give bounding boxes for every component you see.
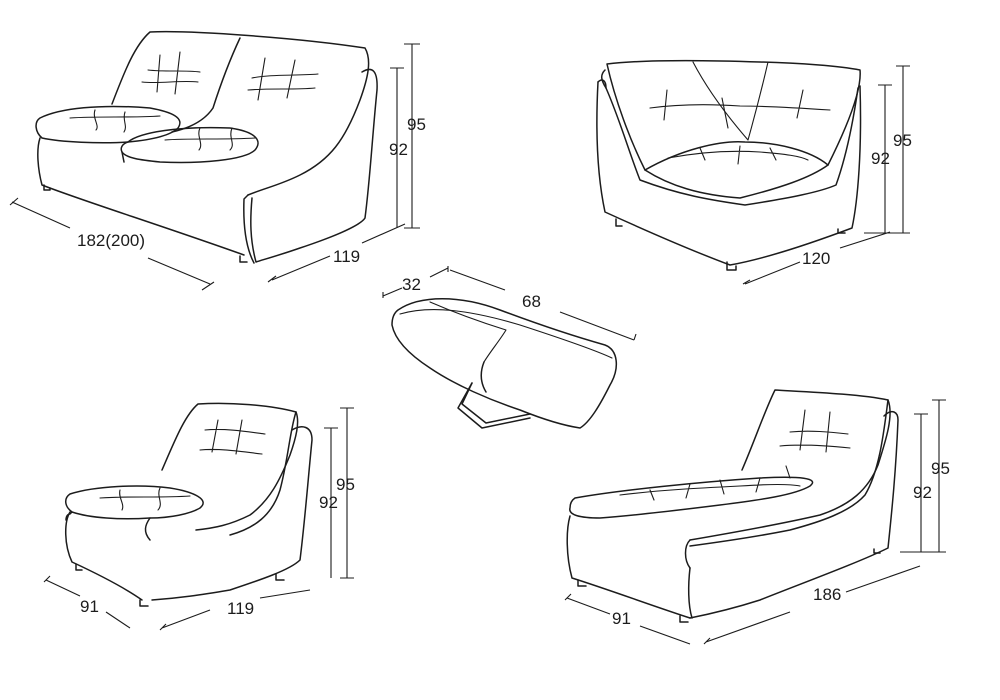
corner-height-side-label: 92 bbox=[871, 149, 890, 168]
two-seat-sofa-dimensions: 95 92 182(200) 119 bbox=[9, 43, 426, 291]
ottoman-depth-label: 32 bbox=[402, 275, 421, 294]
armless-width-label: 91 bbox=[80, 597, 99, 616]
ottoman-length-label: 68 bbox=[522, 292, 541, 311]
sofa-height-back-label: 95 bbox=[407, 115, 426, 134]
chaise-height-side-label: 92 bbox=[913, 483, 932, 502]
corner-height-back-label: 95 bbox=[893, 131, 912, 150]
corner-width-label: 120 bbox=[802, 249, 830, 268]
chaise-width-label: 91 bbox=[612, 609, 631, 628]
ottoman-dimensions: 32 68 bbox=[382, 266, 637, 341]
sofa-height-side-label: 92 bbox=[389, 140, 408, 159]
sofa-width-label: 182(200) bbox=[77, 231, 145, 250]
sofa-depth-label: 119 bbox=[333, 247, 360, 266]
armless-chair-dimensions: 95 92 91 119 bbox=[43, 407, 355, 631]
chaise-lounge-dimensions: 95 92 91 186 bbox=[564, 399, 950, 645]
two-seat-sofa bbox=[35, 30, 378, 264]
armless-height-side-label: 92 bbox=[319, 493, 338, 512]
chaise-length-label: 186 bbox=[813, 585, 841, 604]
armless-chair bbox=[65, 402, 313, 607]
armless-depth-label: 119 bbox=[227, 599, 254, 618]
ottoman bbox=[391, 298, 617, 429]
corner-chair bbox=[596, 59, 862, 271]
armless-height-back-label: 95 bbox=[336, 475, 355, 494]
chaise-lounge bbox=[566, 389, 899, 623]
chaise-height-back-label: 95 bbox=[931, 459, 950, 478]
corner-chair-dimensions: 95 92 120 bbox=[742, 65, 912, 285]
